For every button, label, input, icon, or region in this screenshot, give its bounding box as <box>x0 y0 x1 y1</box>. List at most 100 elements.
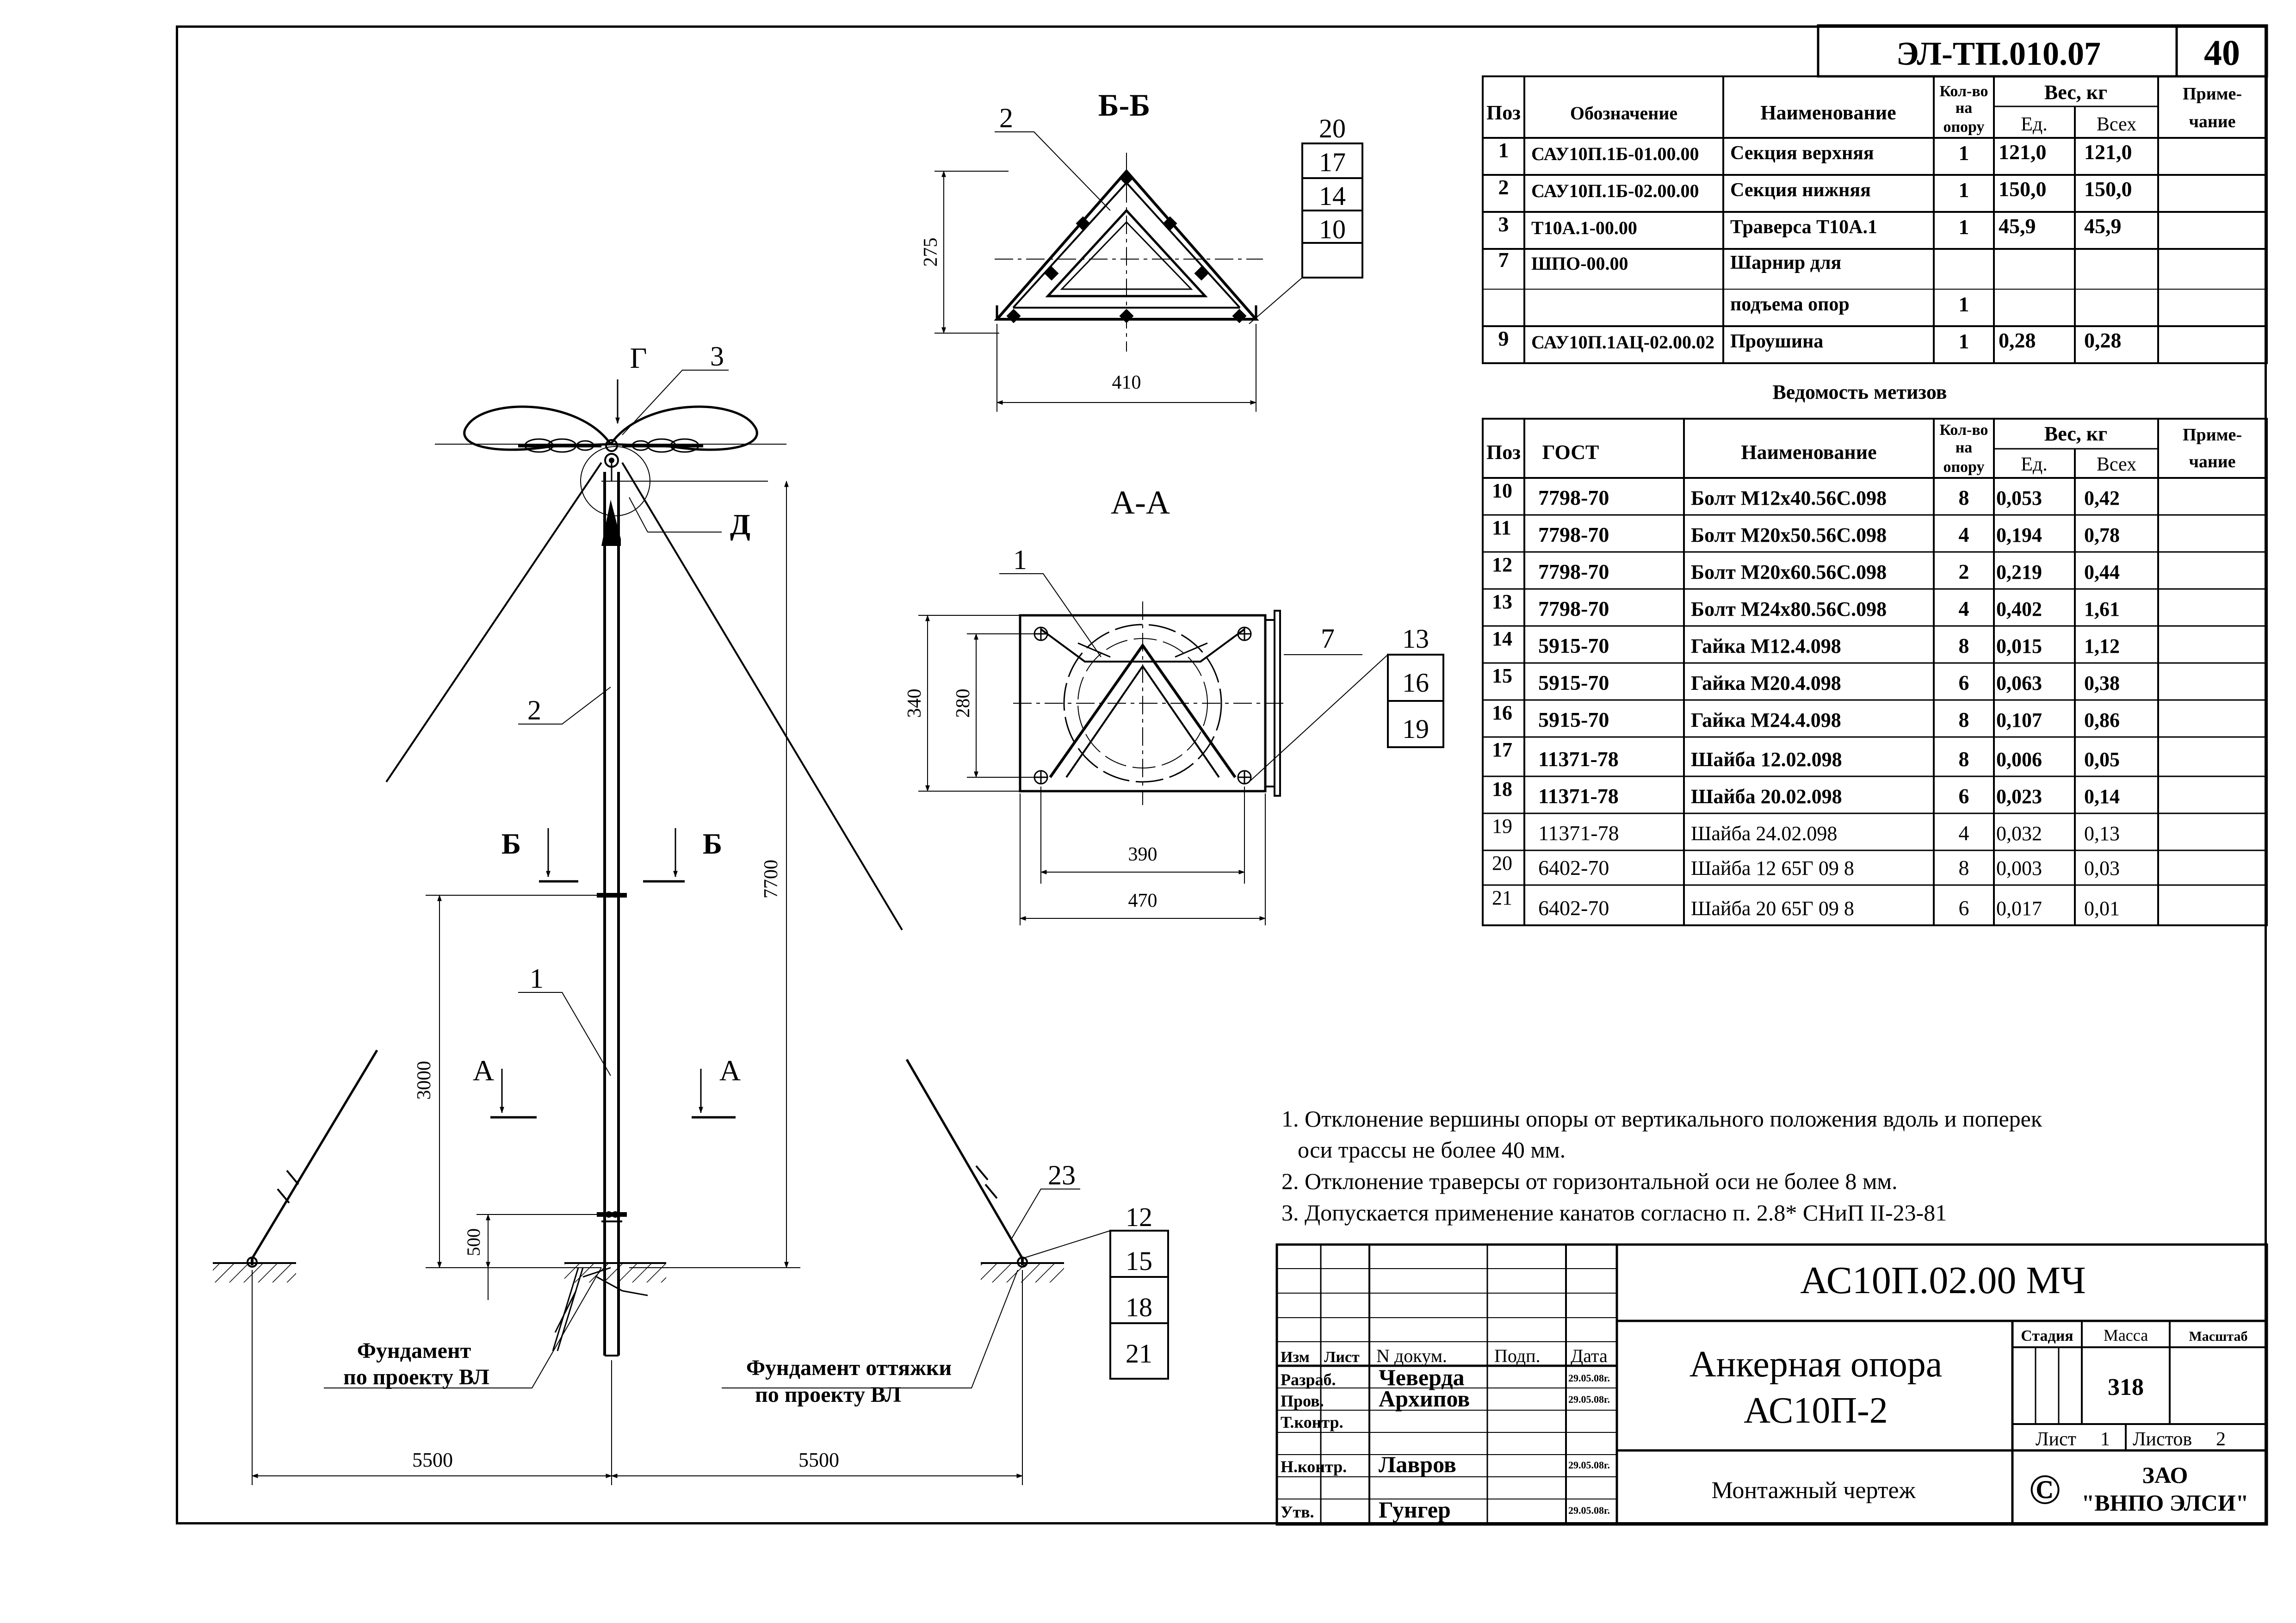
hw-row-name: Шайба 20.02.098 <box>1691 785 1842 808</box>
document-code: ЭЛ-ТП.010.07 <box>1896 35 2101 72</box>
hw-row-total-weight: 0,78 <box>2084 524 2120 546</box>
title-block-role: Пров. <box>1281 1392 1324 1410</box>
hw-row-name: Гайка М20.4.098 <box>1691 672 1841 694</box>
title-block-col-izm: Изм <box>1281 1349 1310 1366</box>
hw-row-pos: 10 <box>1492 479 1512 502</box>
title-block-sheets-value: 2 <box>2216 1429 2226 1450</box>
title-block-drawing-type: Монтажный чертеж <box>1711 1477 1916 1504</box>
spec-row-designation: САУ10П.1Б-02.00.00 <box>1531 180 1699 201</box>
hw-row-qty: 8 <box>1959 486 1969 509</box>
spec-header-unit: Ед. <box>2021 114 2048 135</box>
spec-header-qty-3: опору <box>1943 118 1984 136</box>
callout-bb-stack-1: 17 <box>1319 147 1346 177</box>
view-label-b-left: Б <box>501 827 521 860</box>
title-block-title-2: АС10П-2 <box>1744 1390 1888 1431</box>
spec-row-designation: САУ10П.1Б-01.00.00 <box>1531 143 1699 164</box>
title-block-mass-value: 318 <box>2108 1374 2144 1400</box>
drawing-frame <box>176 25 2267 1524</box>
title-block-role: Н.контр. <box>1281 1457 1347 1476</box>
callout-pole-traverse: 3 <box>710 341 724 372</box>
hw-row-unit-weight: 0,402 <box>1996 598 2042 620</box>
spec-header-note-2: чание <box>2189 112 2235 131</box>
hw-row-qty: 8 <box>1959 708 1969 731</box>
foundation-pole-line-1: Фундамент <box>357 1338 471 1363</box>
hw-row-gost: 5915-70 <box>1538 671 1609 694</box>
note-line-1: 1. Отклонение вершины опоры от вертикаль… <box>1281 1106 2042 1132</box>
dim-right-span: 5500 <box>798 1449 839 1471</box>
spec-header-qty-2: на <box>1956 99 1973 117</box>
dim-foundation-depth: 500 <box>463 1228 484 1256</box>
spec-row-name: Секция нижняя <box>1730 180 1871 201</box>
spec-row-unit-weight: 150,0 <box>1999 177 2047 201</box>
hw-row-pos: 12 <box>1492 553 1512 576</box>
callout-pole-upper: 2 <box>527 695 541 725</box>
dim-aa-h1: 340 <box>904 689 925 718</box>
spec-row-name: Траверса Т10А.1 <box>1730 217 1877 238</box>
hw-row-name: Болт М20х60.56С.098 <box>1691 561 1887 583</box>
spec-row-total-weight: 45,9 <box>2084 214 2122 238</box>
note-line-2: оси трассы не более 40 мм. <box>1298 1137 1566 1163</box>
title-block-person: Чеверда <box>1379 1364 1465 1390</box>
callout-aa-stack-1: 16 <box>1402 668 1429 698</box>
hw-row-qty: 6 <box>1959 896 1969 920</box>
hw-row-name: Гайка М24.4.098 <box>1691 709 1841 731</box>
title-block-title-1: Анкерная опора <box>1690 1344 1942 1385</box>
hw-row-pos: 21 <box>1492 886 1512 909</box>
callout-aa-pos: 1 <box>1013 545 1027 575</box>
hw-row-unit-weight: 0,107 <box>1996 709 2042 731</box>
hw-header-pos: Поз <box>1486 441 1521 464</box>
spec-row-name: Шарнир для <box>1730 252 1841 273</box>
section-bb-label: Б-Б <box>1098 87 1151 123</box>
spec-header-qty-1: Кол-во <box>1939 83 1988 100</box>
title-block-col-data: Дата <box>1571 1345 1608 1366</box>
dim-aa-h2: 280 <box>953 689 974 718</box>
hw-row-total-weight: 1,61 <box>2084 598 2120 620</box>
title-block-date: 29.05.08г. <box>1568 1459 1610 1471</box>
dim-pole-height: 7700 <box>761 860 782 898</box>
hw-header-weight: Вес, кг <box>2044 422 2107 445</box>
hw-header-note-1: Приме- <box>2183 425 2242 445</box>
hw-row-unit-weight: 0,023 <box>1996 785 2042 808</box>
spec-row-name: подъема опор <box>1730 294 1850 315</box>
dim-aa-w1: 390 <box>1128 844 1157 865</box>
callout-anchor: 23 <box>1048 1160 1076 1190</box>
hw-row-total-weight: 0,05 <box>2084 748 2120 771</box>
foundation-guy-line-2: по проекту ВЛ <box>755 1382 901 1407</box>
spec-header-weight: Вес, кг <box>2044 81 2107 104</box>
spec-row-pos: 7 <box>1498 248 1509 272</box>
title-block-sheet-value: 1 <box>2100 1429 2110 1450</box>
section-aa-view: А-А <box>904 484 1444 925</box>
document-code-box: ЭЛ-ТП.010.07 40 <box>1817 24 2268 78</box>
hw-row-qty: 8 <box>1959 856 1969 880</box>
spec-header-total: Всех <box>2097 114 2136 135</box>
spec-row-total-weight: 150,0 <box>2084 177 2132 201</box>
note-line-3: 2. Отклонение траверсы от горизонтальной… <box>1281 1168 1898 1194</box>
hw-row-total-weight: 0,13 <box>2084 822 2120 845</box>
callout-bb-stack-0: 20 <box>1319 113 1346 143</box>
title-block-company-1: ЗАО <box>2142 1462 2188 1488</box>
spec-row-designation: САУ10П.1АЦ-02.00.02 <box>1531 332 1714 353</box>
sheet-number: 40 <box>2204 32 2240 73</box>
hw-row-total-weight: 0,01 <box>2084 897 2120 920</box>
hw-row-gost: 11371-78 <box>1538 821 1619 845</box>
title-block-col-podp: Подп. <box>1494 1345 1541 1366</box>
hw-row-name: Гайка М12.4.098 <box>1691 635 1841 657</box>
spec-row-pos: 3 <box>1498 212 1509 236</box>
note-line-4: 3. Допускается применение канатов соглас… <box>1281 1200 1947 1226</box>
hw-row-qty: 4 <box>1959 821 1969 845</box>
callout-anchor-stack-2: 18 <box>1126 1292 1152 1322</box>
hw-header-unit: Ед. <box>2021 454 2048 475</box>
hw-header-total: Всех <box>2097 454 2136 475</box>
spec-row-name: Проушина <box>1730 331 1823 352</box>
view-label-a-right: А <box>719 1054 741 1087</box>
spec-row-designation: Т10А.1-00.00 <box>1531 217 1637 238</box>
hw-row-pos: 16 <box>1492 701 1512 724</box>
hw-row-name: Шайба 24.02.098 <box>1691 822 1837 845</box>
title-block-person: Гунгер <box>1379 1497 1451 1523</box>
callout-bb-stack-3: 10 <box>1319 214 1346 244</box>
hw-row-qty: 4 <box>1959 597 1969 620</box>
dim-bb-width: 410 <box>1112 372 1141 393</box>
callout-pole-lower: 1 <box>530 963 544 994</box>
hw-row-unit-weight: 0,006 <box>1996 748 2042 771</box>
